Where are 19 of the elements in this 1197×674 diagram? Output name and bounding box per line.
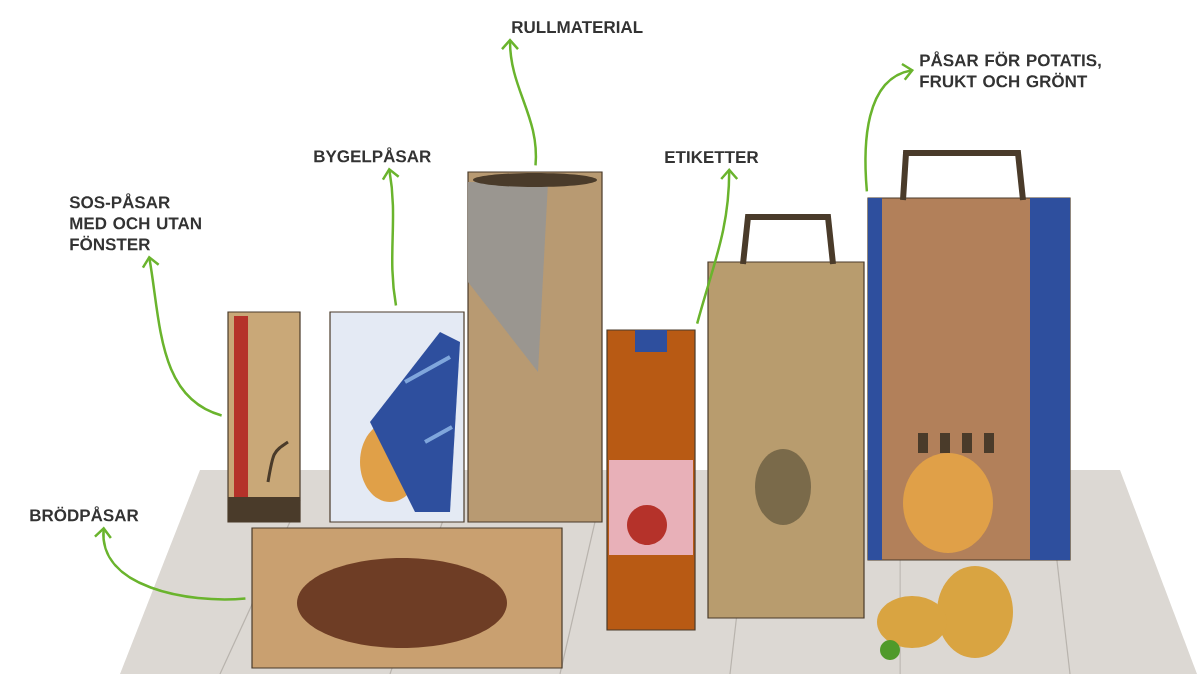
bottle-drawing (606, 329, 696, 631)
paper-roll-drawing (467, 171, 603, 523)
bread-bag-drawing (251, 527, 563, 669)
product-label: PÅSAR FÖR POTATIS, FRUKT OCH GRÖNT (920, 51, 1101, 88)
product-label: RULLMATERIAL (512, 21, 643, 34)
arrow (501, 38, 538, 166)
product-label: BYGELPÅSAR (314, 147, 431, 163)
arrow (695, 168, 739, 324)
arrow (864, 62, 915, 192)
product-label: BRÖDPÅSAR (30, 506, 139, 522)
arrow (381, 167, 400, 306)
arrow (94, 526, 246, 601)
product-label: ETIKETTER (665, 151, 759, 163)
arrow (141, 255, 223, 417)
plastic-bag-drawing (329, 311, 465, 523)
carrier-bag-drawing (707, 214, 865, 619)
product-label: SOS-PÅSAR MED OCH UTAN FÖNSTER (69, 193, 201, 251)
paper-bag-drawing (227, 311, 301, 523)
potato-bag-drawing (867, 150, 1071, 561)
